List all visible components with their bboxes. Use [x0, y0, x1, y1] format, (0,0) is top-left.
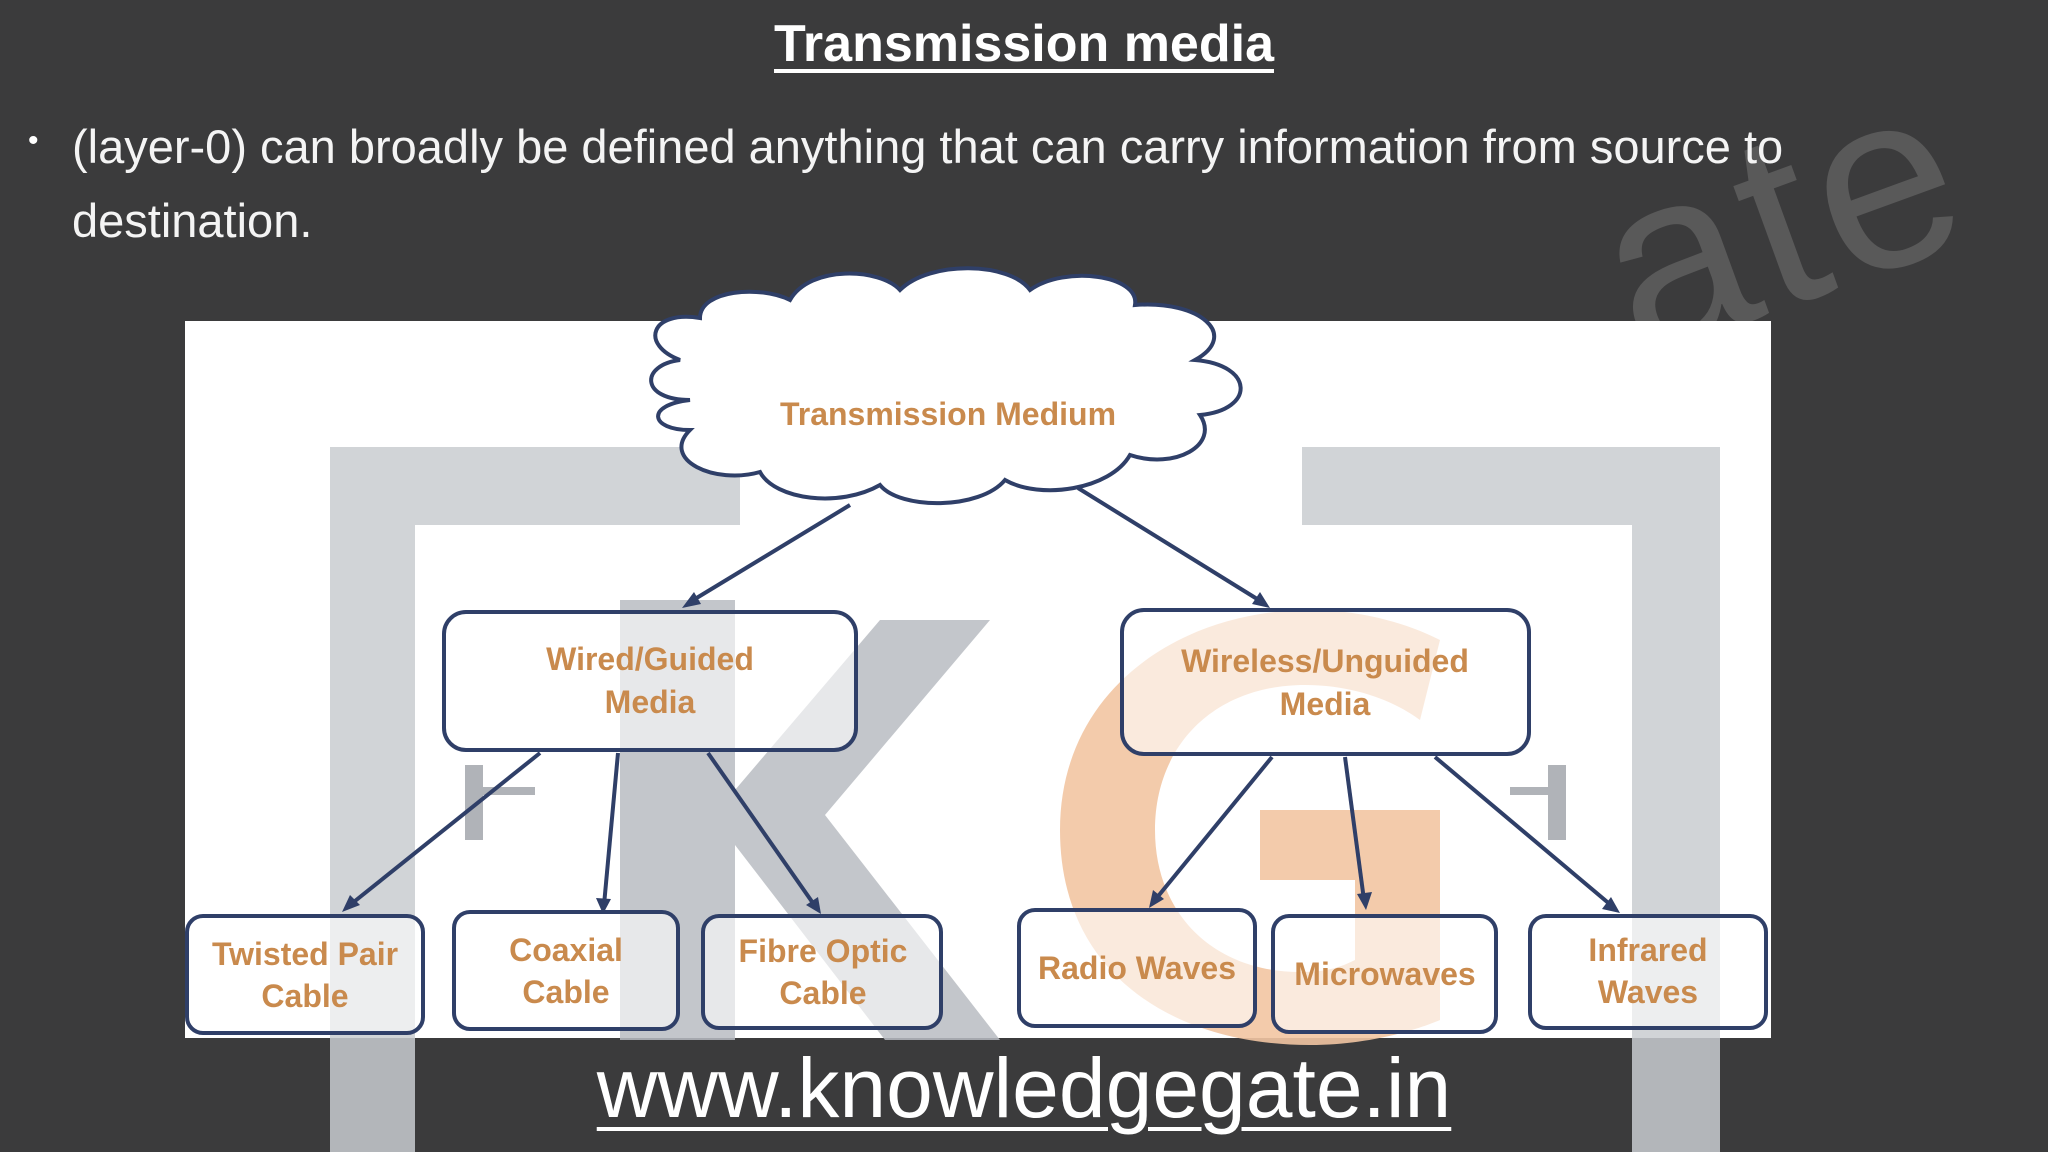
bullet-text: (layer-0) can broadly be defined anythin… — [72, 120, 1784, 247]
footer-url[interactable]: www.knowledgegate.in — [596, 1041, 1452, 1135]
twisted-pair-label-1: Twisted Pair — [212, 936, 398, 972]
arrowhead — [1357, 892, 1372, 910]
arrowhead — [806, 897, 821, 914]
slide-title: Transmission media — [774, 15, 1274, 73]
wired-label-1: Wired/Guided — [546, 641, 754, 677]
wired-node: Wired/Guided Media — [442, 610, 858, 752]
root-node: Transmission Medium — [649, 266, 1243, 506]
arrow-root-wired — [688, 503, 852, 604]
leaf-infrared: Infrared Waves — [1528, 914, 1768, 1030]
arrowhead — [1602, 897, 1620, 913]
coaxial-label-1: Coaxial — [509, 932, 623, 968]
wired-label-2: Media — [605, 684, 696, 720]
twisted-pair-label-2: Cable — [261, 978, 348, 1014]
wireless-label-2: Media — [1280, 686, 1371, 722]
infrared-label-2: Waves — [1598, 974, 1698, 1010]
wireless-node: Wireless/Unguided Media — [1120, 608, 1531, 756]
arrow-wireless-infrared — [1433, 755, 1614, 908]
infrared-label-1: Infrared — [1588, 932, 1707, 968]
arrowhead — [596, 898, 611, 914]
leaf-twisted-pair: Twisted Pair Cable — [185, 914, 425, 1035]
leaf-coaxial: Coaxial Cable — [452, 910, 680, 1031]
arrow-wired-coaxial — [602, 752, 620, 906]
arrow-wireless-radio — [1153, 755, 1274, 902]
radio-label: Radio Waves — [1038, 950, 1236, 986]
microwaves-label: Microwaves — [1294, 956, 1475, 992]
arrowhead — [1252, 592, 1270, 608]
arrowhead — [1149, 890, 1164, 908]
arrowhead — [342, 895, 360, 912]
arrow-wired-fibre — [706, 751, 817, 908]
leaf-microwaves: Microwaves — [1271, 914, 1498, 1034]
wireless-label-1: Wireless/Unguided — [1181, 643, 1469, 679]
fibre-optic-label-2: Cable — [779, 975, 866, 1011]
arrow-wired-twisted — [348, 751, 542, 907]
arrow-wireless-microwaves — [1343, 756, 1366, 901]
root-label: Transmission Medium — [780, 396, 1116, 432]
bullet-dot: • — [28, 124, 39, 157]
leaf-radio: Radio Waves — [1017, 908, 1257, 1028]
arrow-root-wireless — [1076, 486, 1264, 604]
fibre-optic-label-1: Fibre Optic — [739, 933, 908, 969]
arrowhead — [682, 592, 701, 608]
leaf-fibre-optic: Fibre Optic Cable — [701, 914, 943, 1030]
coaxial-label-2: Cable — [522, 974, 609, 1010]
